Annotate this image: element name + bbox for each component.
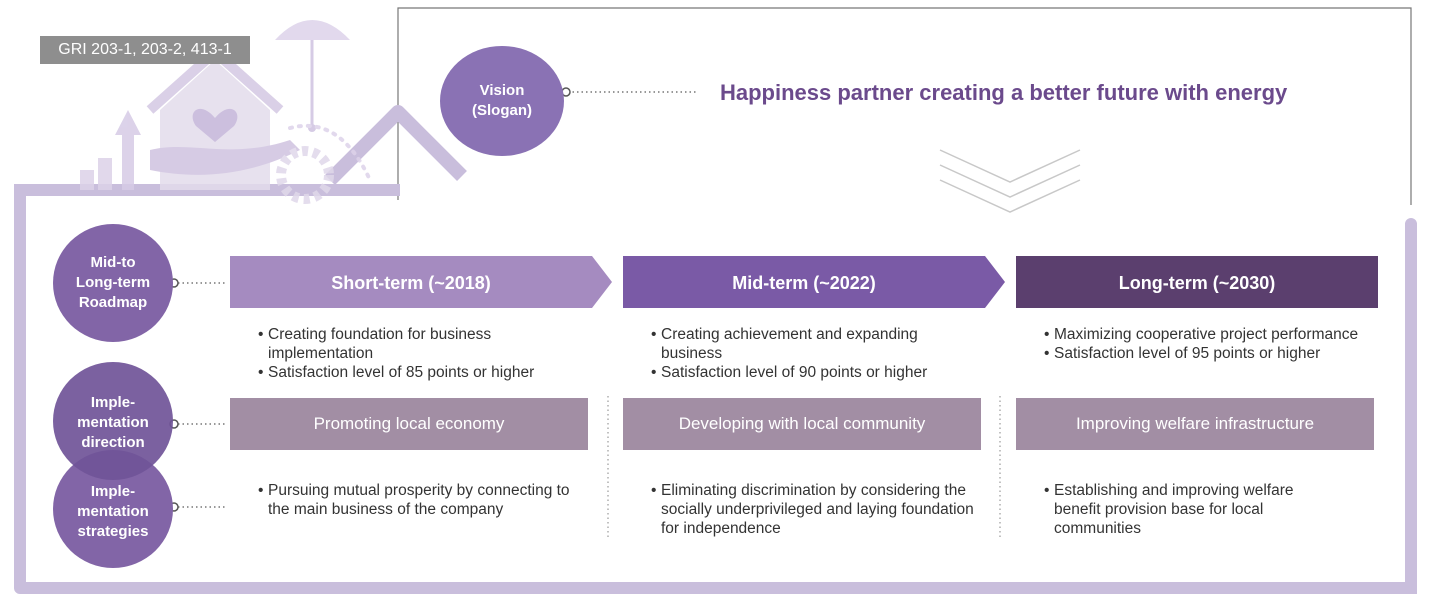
gri-tag: GRI 203-1, 203-2, 413-1 xyxy=(40,36,250,64)
long-term-label: Long-term (~2030) xyxy=(1118,273,1276,293)
goal-item: Maximizing cooperative project performan… xyxy=(1044,325,1364,344)
long-term-direction: Improving welfare infrastructure xyxy=(1016,398,1374,450)
long-term-band-shape xyxy=(1016,256,1378,308)
short-term-goals: Creating foundation for business impleme… xyxy=(258,325,578,382)
short-term-strategy: Pursuing mutual prosperity by connecting… xyxy=(258,481,578,519)
arrow-up-icon xyxy=(115,110,141,190)
long-term-goals: Maximizing cooperative project performan… xyxy=(1044,325,1364,363)
hand-icon xyxy=(150,140,300,175)
mid-term-goals: Creating achievement and expanding busin… xyxy=(651,325,971,382)
gear-icon xyxy=(276,146,334,204)
goal-item: Satisfaction level of 95 points or highe… xyxy=(1044,344,1364,363)
house-illustration-icon xyxy=(80,20,372,204)
strategy-item: Eliminating discrimination by considerin… xyxy=(651,481,981,538)
short-term-label: Short-term (~2018) xyxy=(331,273,491,293)
top-frame-line xyxy=(397,7,1412,205)
roadmap-circle: Mid-to Long-term Roadmap xyxy=(53,224,173,342)
main-frame-right xyxy=(14,218,1417,594)
column-separators xyxy=(607,396,1001,540)
heart-icon xyxy=(192,108,238,142)
umbrella-icon xyxy=(275,20,350,40)
short-term-direction: Promoting local economy xyxy=(230,398,588,450)
mid-term-band-shape xyxy=(623,256,1005,308)
mid-term-direction: Developing with local community xyxy=(623,398,981,450)
strategy-item: Pursuing mutual prosperity by connecting… xyxy=(258,481,578,519)
short-term-band-shape xyxy=(230,256,612,308)
goal-item: Creating achievement and expanding busin… xyxy=(651,325,971,363)
connector-lines xyxy=(178,91,698,508)
mid-term-strategy: Eliminating discrimination by considerin… xyxy=(651,481,981,538)
vision-circle: Vision (Slogan) xyxy=(440,46,564,156)
goal-item: Creating foundation for business impleme… xyxy=(258,325,578,363)
mid-term-label: Mid-term (~2022) xyxy=(732,273,876,293)
down-chevrons-icon xyxy=(939,149,1081,213)
strategy-item: Establishing and improving welfare benef… xyxy=(1044,481,1344,538)
main-frame-left xyxy=(14,184,400,588)
goal-item: Satisfaction level of 85 points or highe… xyxy=(258,363,578,382)
direction-circle: Imple- mentation direction xyxy=(53,362,173,480)
roof-icon xyxy=(325,105,467,185)
goal-item: Satisfaction level of 90 points or highe… xyxy=(651,363,971,382)
long-term-strategy: Establishing and improving welfare benef… xyxy=(1044,481,1344,538)
vision-slogan: Happiness partner creating a better futu… xyxy=(720,80,1288,105)
